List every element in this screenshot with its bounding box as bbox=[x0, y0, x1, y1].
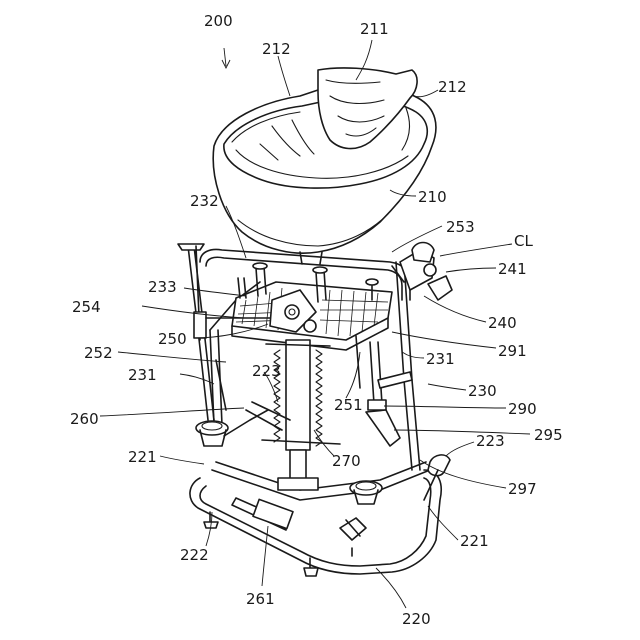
label-270: 270 bbox=[332, 452, 361, 470]
label-221-left: 221 bbox=[128, 448, 157, 466]
label-212-right: 212 bbox=[438, 78, 467, 96]
label-231-left: 231 bbox=[128, 366, 157, 384]
label-290: 290 bbox=[508, 400, 537, 418]
tray-plate bbox=[194, 246, 392, 350]
label-254: 254 bbox=[72, 298, 101, 316]
label-232: 232 bbox=[190, 192, 219, 210]
base-frame bbox=[190, 455, 450, 576]
label-CL: CL bbox=[514, 232, 533, 250]
label-200: 200 bbox=[204, 12, 233, 30]
label-250: 250 bbox=[158, 330, 187, 348]
label-223-right: 223 bbox=[476, 432, 505, 450]
label-241: 241 bbox=[498, 260, 527, 278]
label-261: 261 bbox=[246, 590, 275, 608]
label-211: 211 bbox=[360, 20, 389, 38]
label-222: 222 bbox=[180, 546, 209, 564]
label-221-right: 221 bbox=[460, 532, 489, 550]
label-210: 210 bbox=[418, 188, 447, 206]
label-260: 260 bbox=[70, 410, 99, 428]
label-253: 253 bbox=[446, 218, 475, 236]
label-220: 220 bbox=[402, 610, 431, 628]
label-295: 295 bbox=[534, 426, 563, 444]
label-291: 291 bbox=[498, 342, 527, 360]
label-252: 252 bbox=[84, 344, 113, 362]
bowl bbox=[213, 68, 436, 264]
label-212-left: 212 bbox=[262, 40, 291, 58]
label-223-top: 223 bbox=[252, 362, 281, 380]
right-mechanism bbox=[356, 243, 452, 447]
label-251: 251 bbox=[334, 396, 363, 414]
label-231-right: 231 bbox=[426, 350, 455, 368]
label-233: 233 bbox=[148, 278, 177, 296]
label-297: 297 bbox=[508, 480, 537, 498]
label-230: 230 bbox=[468, 382, 497, 400]
label-240: 240 bbox=[488, 314, 517, 332]
